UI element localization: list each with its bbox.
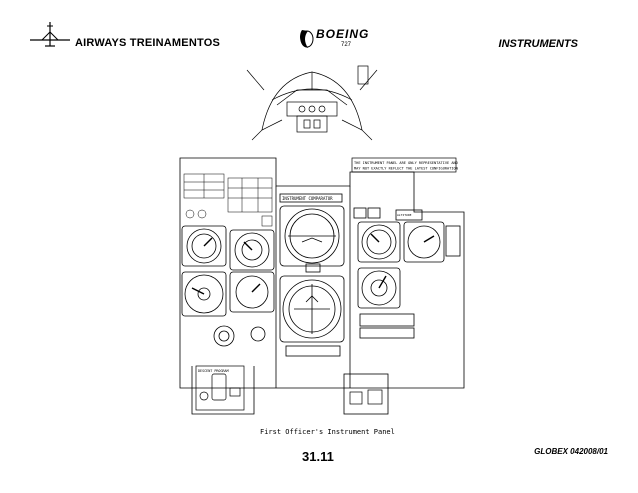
airplane-logo-icon: [30, 22, 70, 47]
section-title: INSTRUMENTS: [498, 38, 578, 50]
comparator-label: INSTRUMENT COMPARATOR: [282, 196, 333, 201]
descent-program-label: DESCENT PROGRAM: [198, 369, 229, 373]
boeing-logo-icon: [300, 30, 314, 48]
panel-note-line2: MAY NOT EXACTLY REFLECT THE LATEST CONFI…: [354, 167, 458, 171]
instrument-panel-diagram: THE INSTRUMENT PANEL ARE ONLY REPRESENTA…: [179, 157, 465, 415]
aircraft-model: 727: [341, 42, 352, 48]
page-number: 31.11: [302, 449, 334, 464]
cockpit-illustration: [246, 65, 378, 141]
document-id: GLOBEX 042008/01: [534, 447, 608, 456]
figure-caption: First Officer's Instrument Panel: [260, 428, 395, 436]
panel-note-line1: THE INSTRUMENT PANEL ARE ONLY REPRESENTA…: [354, 161, 458, 165]
company-name: AIRWAYS TREINAMENTOS: [75, 37, 220, 49]
boeing-wordmark: BOEING: [316, 27, 370, 41]
right-label: ALTITUDE: [397, 213, 412, 217]
